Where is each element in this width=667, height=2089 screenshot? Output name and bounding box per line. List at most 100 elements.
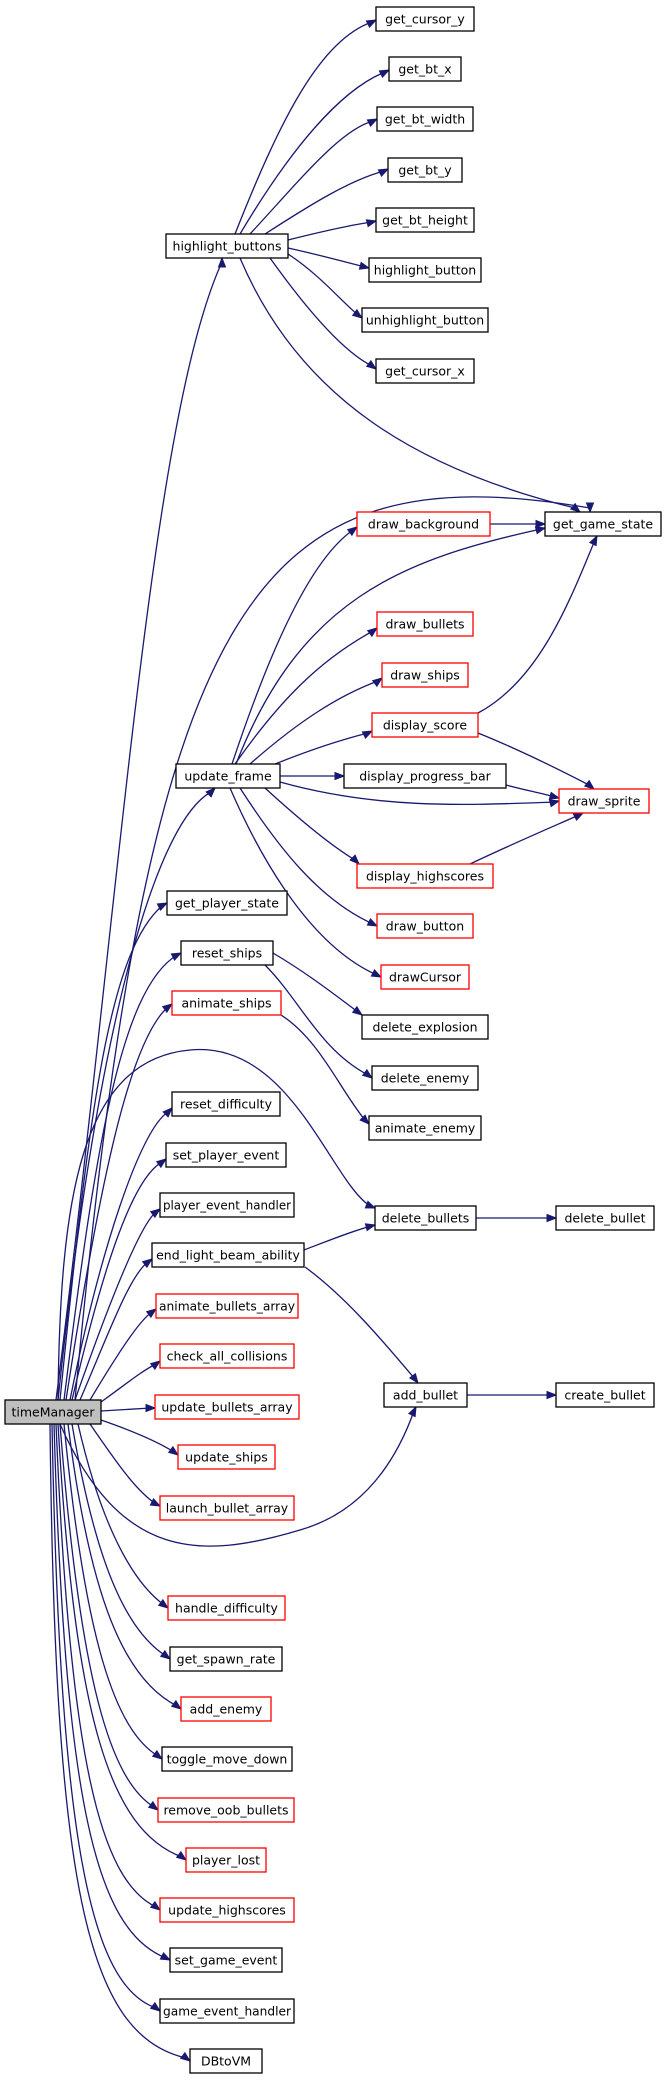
- node-get-game-state[interactable]: get_game_state: [544, 511, 662, 537]
- edge-highlight-buttons-to-get-bt-y: [264, 168, 390, 235]
- node-box: [165, 1142, 287, 1168]
- node-box: [555, 1205, 655, 1231]
- node-player-lost[interactable]: player_lost: [185, 1847, 267, 1873]
- edge-timemanager-to-remove-oob-bullets: [59, 1423, 160, 1811]
- node-highlight-buttons[interactable]: highlight_buttons: [165, 233, 289, 259]
- node-display-highscores[interactable]: display_highscores: [356, 863, 494, 889]
- node-box: [4, 1399, 102, 1425]
- node-display-score[interactable]: display_score: [371, 712, 479, 738]
- node-set-game-event[interactable]: set_game_event: [169, 1947, 283, 1973]
- node-label: drawCursor: [389, 970, 462, 985]
- node-box: [375, 207, 475, 233]
- node-box: [155, 1293, 299, 1319]
- node-remove-oob-bullets[interactable]: remove_oob_bullets: [157, 1797, 295, 1823]
- node-label: highlight_buttons: [173, 239, 282, 254]
- node-reset-difficulty[interactable]: reset_difficulty: [171, 1091, 281, 1117]
- node-box: [375, 358, 475, 384]
- node-label: get_cursor_x: [385, 364, 465, 379]
- node-unhighlight-button[interactable]: unhighlight_button: [361, 307, 489, 333]
- node-set-player-event[interactable]: set_player_event: [165, 1142, 287, 1168]
- node-get-bt-x[interactable]: get_bt_x: [388, 56, 462, 82]
- node-box: [169, 1947, 283, 1973]
- node-update-highscores[interactable]: update_highscores: [159, 1897, 295, 1923]
- node-label: get_spawn_rate: [177, 1652, 276, 1667]
- node-delete-bullets[interactable]: delete_bullets: [374, 1205, 477, 1231]
- node-delete-explosion[interactable]: delete_explosion: [361, 1014, 489, 1040]
- node-box: [161, 1746, 293, 1772]
- node-box: [388, 56, 462, 82]
- node-drawcursor[interactable]: drawCursor: [380, 964, 470, 990]
- node-box: [383, 1382, 468, 1408]
- node-display-progress-bar[interactable]: display_progress_bar: [343, 763, 507, 789]
- node-animate-enemy[interactable]: animate_enemy: [368, 1115, 482, 1141]
- edge-timemanager-to-launch-bullet-array: [89, 1423, 162, 1507]
- node-box: [165, 233, 289, 259]
- node-draw-bullets[interactable]: draw_bullets: [376, 611, 474, 637]
- node-box: [356, 511, 491, 537]
- node-get-bt-width[interactable]: get_bt_width: [376, 106, 474, 132]
- node-create-bullet[interactable]: create_bullet: [555, 1382, 655, 1408]
- node-get-bt-height[interactable]: get_bt_height: [375, 207, 475, 233]
- node-draw-background[interactable]: draw_background: [356, 511, 491, 537]
- edge-update-frame-to-get-game-state: [235, 526, 547, 765]
- node-box: [189, 2048, 263, 2074]
- edge-timemanager-to-check-all-collisions: [100, 1360, 162, 1403]
- node-box: [387, 157, 463, 183]
- edge-highlight-buttons-to-highlight-button: [287, 247, 371, 270]
- node-box: [159, 1495, 295, 1521]
- edge-timemanager-to-update-bullets-array: [100, 1403, 157, 1413]
- edge-highlight-buttons-to-get-bt-width: [249, 118, 379, 235]
- node-label: draw_bullets: [385, 617, 464, 632]
- node-launch-bullet-array[interactable]: launch_bullet_array: [159, 1495, 295, 1521]
- node-box: [544, 511, 662, 537]
- node-handle-difficulty[interactable]: handle_difficulty: [167, 1595, 286, 1621]
- node-draw-button[interactable]: draw_button: [376, 913, 474, 939]
- node-delete-bullet[interactable]: delete_bullet: [555, 1205, 655, 1231]
- edge-update-frame-to-draw-ships: [249, 677, 384, 765]
- node-update-bullets-array[interactable]: update_bullets_array: [154, 1394, 300, 1420]
- edge-highlight-buttons-to-get-bt-x: [239, 69, 391, 235]
- node-label: set_player_event: [173, 1148, 280, 1163]
- edge-update-frame-to-display-highscores: [264, 787, 360, 865]
- edge-timemanager-to-add-enemy: [67, 1423, 183, 1710]
- node-highlight-button[interactable]: highlight_button: [368, 257, 482, 283]
- node-label: update_ships: [185, 1450, 268, 1465]
- node-update-frame[interactable]: update_frame: [175, 763, 281, 789]
- node-update-ships[interactable]: update_ships: [177, 1444, 276, 1470]
- node-add-enemy[interactable]: add_enemy: [180, 1696, 272, 1722]
- node-animate-bullets-array[interactable]: animate_bullets_array: [155, 1293, 299, 1319]
- node-get-cursor-x[interactable]: get_cursor_x: [375, 358, 475, 384]
- node-box: [159, 1343, 295, 1369]
- node-label: draw_button: [386, 919, 464, 934]
- node-game-event-handler[interactable]: game_event_handler: [159, 1998, 295, 2024]
- node-box: [371, 1065, 479, 1091]
- node-check-all-collisions[interactable]: check_all_collisions: [159, 1343, 295, 1369]
- edge-update-frame-to-draw-background: [231, 526, 359, 765]
- node-add-bullet[interactable]: add_bullet: [383, 1382, 468, 1408]
- edge-timemanager-to-update-ships: [100, 1419, 180, 1456]
- node-end-light-beam-ability[interactable]: end_light_beam_ability: [151, 1242, 305, 1268]
- node-draw-ships[interactable]: draw_ships: [381, 662, 469, 688]
- node-get-bt-y[interactable]: get_bt_y: [387, 157, 463, 183]
- edge-timemanager-to-add-bullet: [59, 1405, 417, 1547]
- edge-timemanager-to-set-player-event: [71, 1158, 168, 1401]
- node-get-player-state[interactable]: get_player_state: [166, 890, 288, 916]
- node-delete-enemy[interactable]: delete_enemy: [371, 1065, 479, 1091]
- node-draw-sprite[interactable]: draw_sprite: [558, 788, 650, 814]
- node-box: [175, 763, 281, 789]
- node-player-event-handler[interactable]: player_event_handler: [159, 1192, 295, 1218]
- node-get-spawn-rate[interactable]: get_spawn_rate: [169, 1646, 283, 1672]
- node-label: animate_ships: [181, 996, 271, 1011]
- node-dbtovm[interactable]: DBtoVM: [189, 2048, 263, 2074]
- edge-timemanager-to-update-highscores: [55, 1423, 162, 1911]
- node-animate-ships[interactable]: animate_ships: [171, 990, 282, 1016]
- node-toggle-move-down[interactable]: toggle_move_down: [161, 1746, 293, 1772]
- node-timemanager[interactable]: timeManager: [4, 1399, 102, 1425]
- edge-highlight-buttons-to-get-bt-height: [287, 219, 378, 241]
- node-reset-ships[interactable]: reset_ships: [180, 940, 274, 966]
- node-get-cursor-y[interactable]: get_cursor_y: [375, 6, 475, 32]
- edge-timemanager-to-reset-difficulty: [69, 1107, 173, 1401]
- edge-timemanager-to-set-game-event: [53, 1423, 172, 1961]
- edge-timemanager-to-delete-bullets: [57, 1049, 377, 1401]
